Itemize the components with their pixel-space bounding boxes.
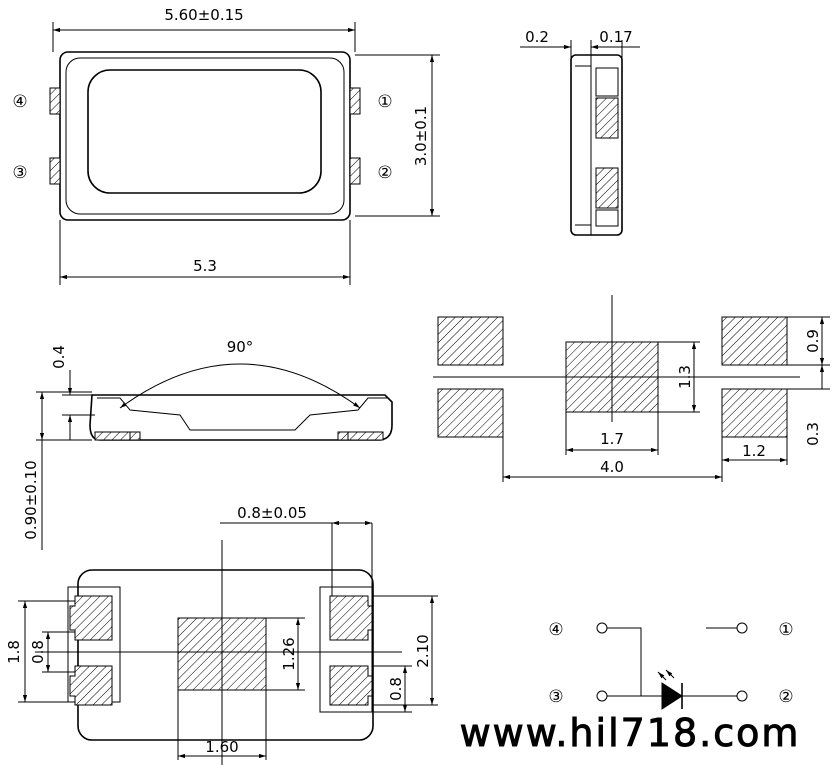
- land-pad-br: [721, 388, 788, 438]
- bottom-pad-w-dim: 0.8±0.05: [237, 504, 307, 522]
- top-pin4-label: ④: [12, 92, 27, 112]
- schematic-pin3: ③: [548, 687, 563, 707]
- profile-view: 90° 0.4 0.90±0.10: [22, 338, 393, 550]
- bottom-center-w-dim: 1.60: [205, 738, 238, 756]
- bottom-right-inner-dim: 0.8: [387, 677, 405, 701]
- profile-angle: 90°: [227, 338, 254, 356]
- land-pad-tr: [721, 316, 788, 366]
- side-view: 0.2 0.17: [520, 28, 640, 236]
- led-symbol: [661, 682, 683, 710]
- land-pad-tl: [437, 316, 504, 366]
- side-dim-b: 0.17: [599, 28, 632, 46]
- bottom-view: 0.8±0.05 1.8 0.8 1.26 2.10 0.8 1.60: [5, 504, 438, 765]
- top-pin1-label: ①: [377, 92, 392, 112]
- land-pad-h-dim: 0.9: [804, 329, 822, 353]
- top-pin3-label: ③: [12, 163, 27, 183]
- side-dim-a: 0.2: [525, 28, 549, 46]
- top-body-ring: [65, 57, 345, 215]
- bottom-pad-bl: [69, 665, 113, 706]
- bottom-right-h-dim: 2.10: [414, 634, 432, 667]
- top-pin3-pad: [49, 157, 61, 185]
- top-height-dim: 3.0±0.1: [412, 106, 430, 166]
- land-center-h-dim: 1.3: [676, 365, 694, 389]
- top-pin2-label: ②: [377, 163, 392, 183]
- profile-height-dim: 0.90±0.10: [22, 460, 40, 539]
- schematic-pin1: ①: [778, 620, 793, 640]
- land-center-w-dim: 1.7: [600, 430, 624, 448]
- top-body-outer: [59, 51, 351, 221]
- top-pin2-pad: [349, 157, 361, 185]
- top-pin1-pad: [349, 87, 361, 115]
- schematic-pin4: ④: [548, 620, 563, 640]
- land-pad-bl: [437, 388, 504, 438]
- side-pad-bottom: [595, 167, 619, 209]
- bottom-left-h-dim: 1.8: [5, 640, 23, 664]
- top-width-dim: 5.60±0.15: [164, 6, 243, 24]
- profile-angle-arc: [119, 363, 361, 409]
- side-pad-top: [595, 97, 619, 139]
- land-gap-dim: 0.3: [804, 422, 822, 446]
- land-total-w-dim: 4.0: [600, 458, 624, 476]
- bottom-pad-tl: [69, 595, 113, 641]
- bottom-left-inner-dim: 0.8: [29, 640, 47, 664]
- side-body: [570, 54, 623, 236]
- bottom-body: [77, 569, 374, 741]
- top-lens: [87, 69, 322, 194]
- bottom-pad-tr: [329, 595, 373, 641]
- land-pattern: 0.9 1.3 0.3 1.7 1.2 4.0: [433, 295, 830, 482]
- bottom-pad-br: [329, 665, 373, 706]
- land-pad-w-dim: 1.2: [742, 442, 766, 460]
- schematic-pin2: ②: [778, 687, 793, 707]
- top-view: 5.60±0.15 3.0±0.1 5.3 ④ ③ ① ②: [12, 6, 440, 285]
- bottom-center-h-dim: 1.26: [280, 637, 298, 670]
- profile-step-dim: 0.4: [50, 345, 68, 369]
- schematic: ④ ③ ① ②: [548, 620, 794, 710]
- watermark: www.hil718.com: [460, 711, 801, 755]
- top-inner-width-dim: 5.3: [193, 257, 217, 275]
- top-pin4-pad: [49, 87, 61, 115]
